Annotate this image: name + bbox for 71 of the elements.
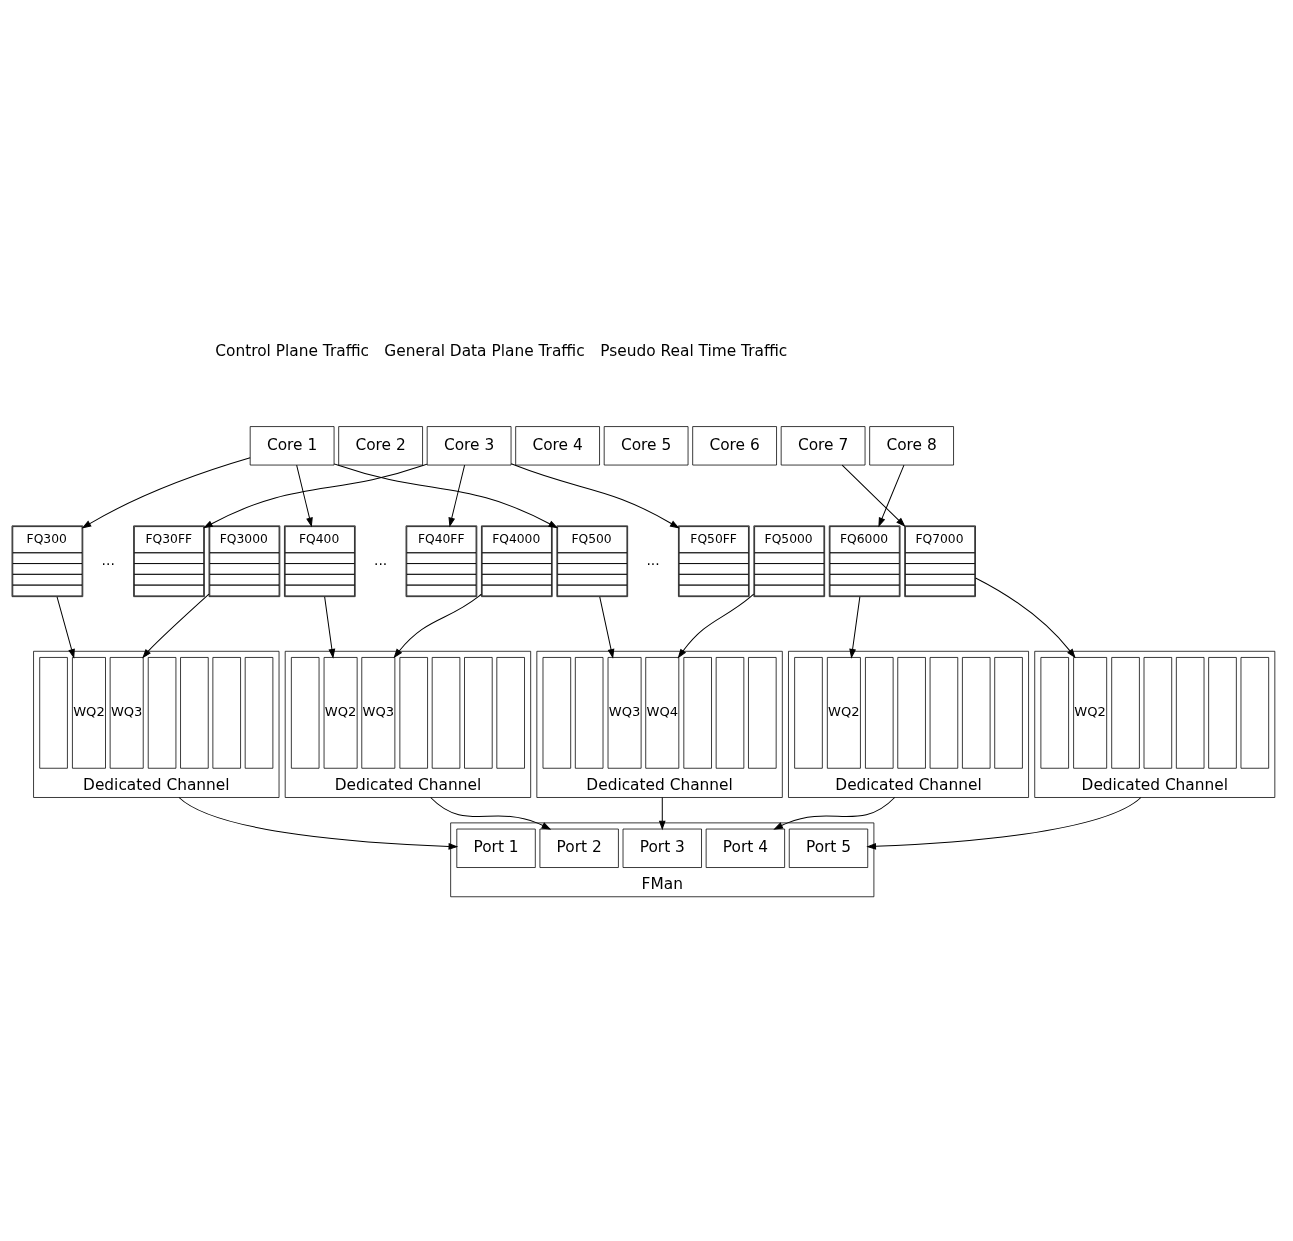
node-box: Core 8 [869,426,954,466]
arrow [841,464,905,527]
node-box: Port 3 [622,828,702,868]
node-box: WQ2 [1073,657,1108,769]
arrow [849,596,861,658]
arrow [878,464,905,527]
label: General Data Plane Traffic [384,341,585,360]
node-box [399,657,428,769]
arrow [430,797,551,830]
node-box: WQ2 [72,657,106,769]
node-box [865,657,894,769]
node-box [683,657,712,769]
node-box: WQ3 [109,657,144,769]
label: ... [374,551,388,568]
node-box [1143,657,1173,769]
arrow [56,596,75,658]
node-box: Port 2 [539,828,619,868]
arrow [659,797,666,830]
node-box: WQ4 [645,657,680,769]
label: Control Plane Traffic [215,341,369,360]
arrow [774,797,896,830]
node-box [897,657,926,769]
arrow [867,797,1142,850]
node-box: Core 3 [426,426,512,466]
node-box: Core 7 [780,426,866,466]
node-box: Port 4 [705,828,785,868]
node-box: WQ2 [323,657,358,769]
label: Pseudo Real Time Traffic [600,341,788,360]
node-box: WQ2 [826,657,861,769]
arrow [296,464,313,527]
node-box: Core 4 [515,426,600,466]
node-box [994,657,1023,769]
arrow [678,593,755,658]
node-box: WQ3 [607,657,642,769]
node-box [1208,657,1237,769]
label: ... [646,551,660,568]
arrow [975,577,1076,658]
arrow [178,797,458,850]
node-box [180,657,209,769]
arrow [324,596,336,658]
node-box [39,657,68,769]
node-box: Port 1 [456,828,536,868]
label: ... [101,551,115,568]
node-box [1040,657,1069,769]
node-box [1175,657,1205,769]
node-box [715,657,745,769]
node-box: Core 1 [249,426,335,466]
node-box [464,657,493,769]
arrow [393,593,482,658]
node-box [748,657,777,769]
arrow [142,593,210,658]
node-box [929,657,959,769]
arrow [448,464,466,527]
node-box: Core 6 [692,426,777,466]
node-box [962,657,991,769]
node-box [212,657,241,769]
node-box [147,657,177,769]
node-box [244,657,274,769]
node-box [574,657,604,769]
node-box: Core 5 [603,426,689,466]
node-box [290,657,320,769]
node-box [496,657,525,769]
node-box [542,657,572,769]
node-box: Core 2 [338,426,423,466]
node-box [1111,657,1140,769]
node-box [431,657,461,769]
node-box [1240,657,1270,769]
node-box: WQ3 [361,657,396,769]
node-box [794,657,823,769]
node-box: Port 5 [788,828,869,868]
arrow [599,596,615,658]
